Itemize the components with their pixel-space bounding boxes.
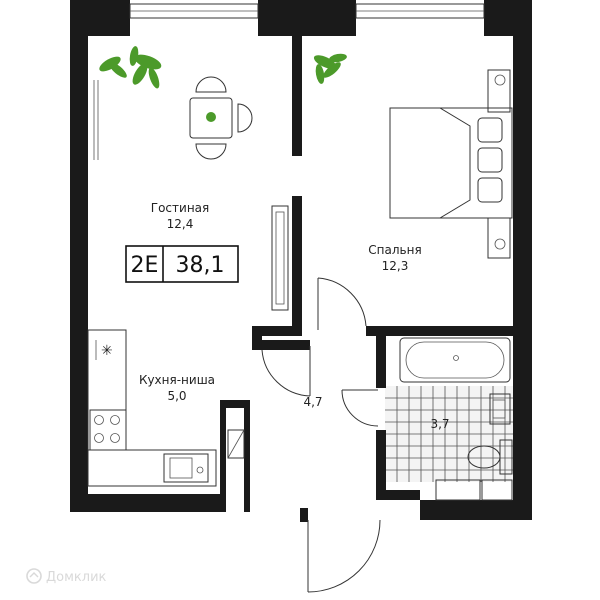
plant-icon: [313, 53, 347, 84]
room-area-bedroom: 12,3: [382, 259, 409, 273]
svg-text:✳: ✳: [101, 343, 113, 359]
bathroom-tile-floor: [385, 386, 513, 482]
snowflake-icon: ✳: [101, 343, 113, 359]
washbasin-icon: [489, 393, 511, 425]
room-name-bedroom: Спальня: [368, 243, 421, 257]
washing-machine-icon: [435, 479, 513, 501]
shaft-detail: [227, 429, 245, 459]
sink-icon: [163, 453, 209, 483]
dining-table: [189, 76, 253, 160]
watermark-text: Домклик: [46, 570, 107, 585]
tv-stand: [271, 205, 289, 311]
bathtub-icon: [399, 337, 511, 383]
watermark: Домклик: [26, 568, 107, 585]
toilet-icon: [467, 439, 513, 475]
curtain: [93, 80, 99, 160]
room-area-kitchen: 5,0: [167, 389, 186, 403]
apartment-type-code: 2E: [131, 253, 159, 278]
room-area-living: 12,4: [167, 217, 194, 231]
apartment-total-area: 38,1: [176, 253, 225, 278]
room-name-living: Гостиная: [151, 201, 209, 215]
room-name-kitchen: Кухня-ниша: [139, 373, 215, 387]
room-area-bathroom: 3,7: [430, 417, 449, 431]
stove-icon: [89, 409, 127, 451]
room-area-hall: 4,7: [303, 395, 322, 409]
doors: [261, 277, 381, 593]
plant-icon: [99, 46, 162, 89]
watermark-logo-icon: [26, 568, 42, 584]
walls: [70, 0, 532, 522]
windows: [129, 3, 485, 19]
bed: [389, 69, 513, 259]
apartment-badge: 2E 38,1: [125, 245, 239, 283]
